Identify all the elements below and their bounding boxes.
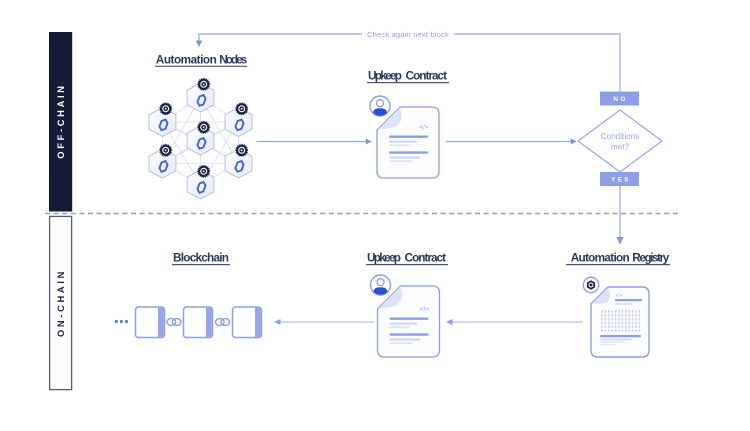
svg-text:YES: YES xyxy=(611,177,631,184)
svg-text:Contract: Contract xyxy=(405,250,447,264)
svg-text:Automation: Automation xyxy=(571,250,630,264)
svg-text:Nodes: Nodes xyxy=(219,52,247,66)
svg-text:Upkeep: Upkeep xyxy=(368,68,402,82)
svg-text:Automation: Automation xyxy=(156,52,217,66)
svg-text:</>: </> xyxy=(616,293,623,298)
svg-text:met?: met? xyxy=(611,143,630,152)
svg-text:Contract: Contract xyxy=(406,68,448,82)
svg-text:Upkeep: Upkeep xyxy=(367,250,401,264)
svg-text:ON-CHAIN: ON-CHAIN xyxy=(56,269,66,337)
svg-text:Blockchain: Blockchain xyxy=(173,250,229,264)
svg-text:OFF-CHAIN: OFF-CHAIN xyxy=(56,83,66,158)
svg-text:NO: NO xyxy=(613,96,627,103)
svg-text:Check again next block: Check again next block xyxy=(367,30,449,39)
svg-text:Registry: Registry xyxy=(632,250,669,264)
svg-text:Conditions: Conditions xyxy=(601,132,640,141)
